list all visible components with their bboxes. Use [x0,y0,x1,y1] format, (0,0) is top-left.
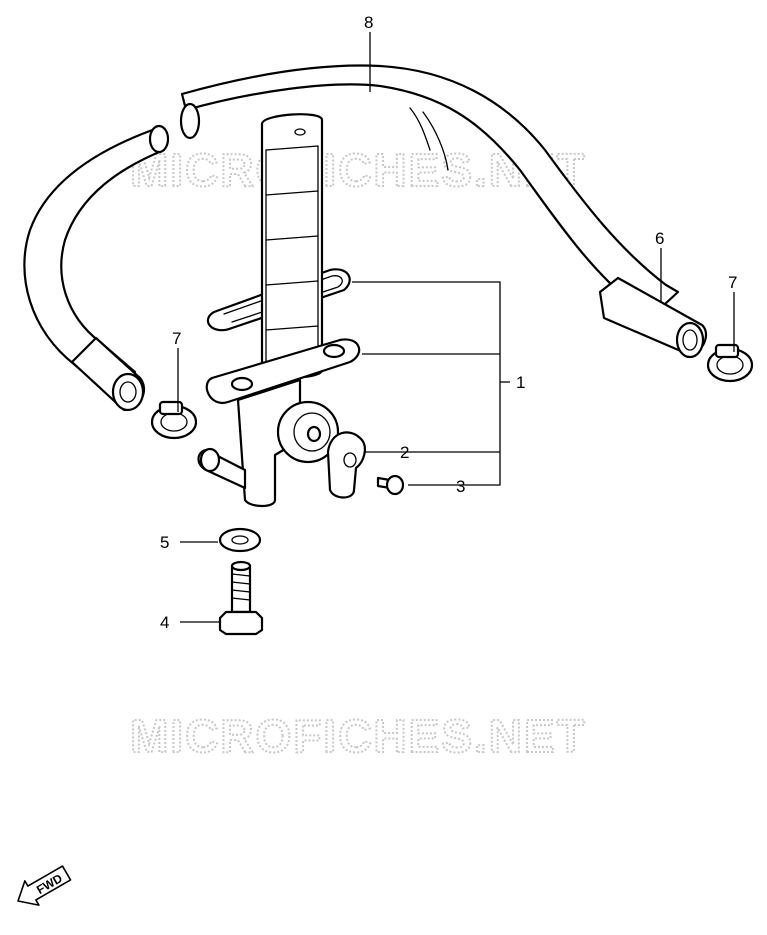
callout-7-right: 7 [728,273,737,292]
callout-4: 4 [160,613,169,632]
washer-5 [218,527,262,553]
fwd-badge: FWD [17,865,72,906]
watermark-bottom: MICROFICHES.NET [130,710,587,762]
screw-3 [376,474,405,496]
callout-6: 6 [655,229,664,248]
callout-5: 5 [160,533,169,552]
leader-lines [177,32,735,623]
hose-6 [598,276,708,359]
callout-3: 3 [456,477,465,496]
callout-7-left: 7 [172,329,181,348]
bolt-4 [218,560,264,636]
hose-left [23,124,170,412]
callout-8: 8 [364,13,373,32]
clamp-7-right [706,343,754,383]
callout-2: 2 [400,443,409,462]
callouts: 8 6 7 7 1 2 3 5 4 [160,13,737,632]
lever-2 [326,431,366,499]
callout-1: 1 [516,373,525,392]
clamp-7-left [150,400,198,440]
fuel-cock-assembly [197,113,361,508]
